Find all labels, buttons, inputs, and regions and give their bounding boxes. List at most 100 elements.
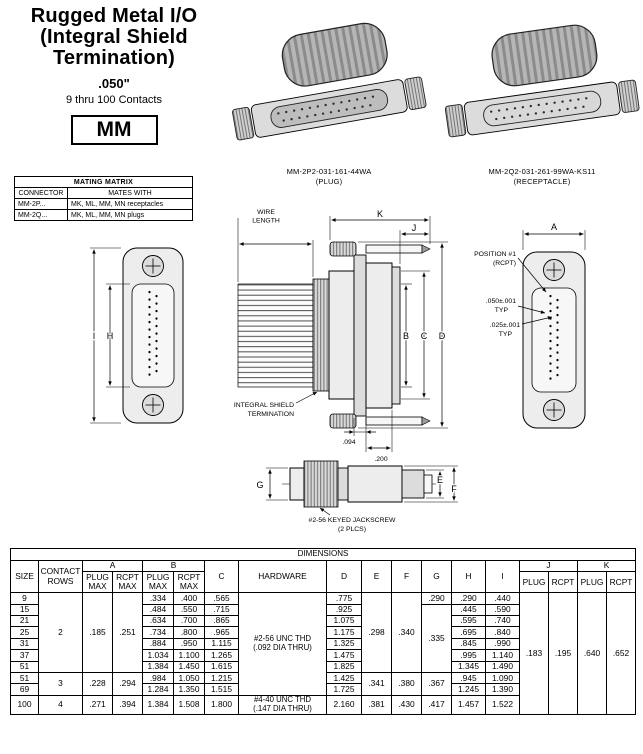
dim-label-d: D bbox=[439, 331, 446, 341]
connector-cell: MM-2P... bbox=[14, 198, 68, 210]
table-row: 9 2 .185 .251 .334 .400 .565 #2-56 UNC T… bbox=[10, 592, 636, 716]
receptacle-contacts-row2 bbox=[495, 104, 592, 121]
size-cell: 69 bbox=[10, 683, 39, 696]
dim-label-f: F bbox=[451, 484, 457, 494]
subheader-plug-max: PLUG MAX bbox=[82, 571, 113, 594]
contact-pitch: .050" bbox=[98, 76, 130, 91]
dim-label-c: C bbox=[421, 331, 428, 341]
plug-contacts-row2 bbox=[282, 102, 379, 122]
col-header-i: I bbox=[485, 559, 520, 594]
contact-rows-cell: 4 bbox=[38, 694, 83, 716]
dim-value-cell: .634 bbox=[142, 614, 174, 628]
mounting-flange bbox=[353, 254, 367, 417]
dim-label-e: E bbox=[437, 475, 443, 485]
dim-value-cell: .775 bbox=[326, 592, 362, 605]
plug-photo bbox=[232, 22, 427, 141]
table-title: DIMENSIONS bbox=[10, 548, 636, 561]
dim-value-cell: 1.034 bbox=[142, 649, 174, 662]
dim-value-cell: .294 bbox=[112, 672, 143, 696]
contact-rows-cell: 2 bbox=[38, 592, 83, 674]
receptacle-jackscrew-left bbox=[444, 104, 467, 138]
dim-label-094: .094 bbox=[342, 439, 355, 446]
title-block: Rugged Metal I/O (Integral Shield Termin… bbox=[2, 6, 226, 145]
dim-value-cell: 1.100 bbox=[173, 649, 205, 662]
col-header-b: B bbox=[142, 559, 205, 573]
dim-value-cell: .400 bbox=[173, 592, 205, 605]
plug-type-label: (PLUG) bbox=[315, 176, 343, 186]
wire-bundle bbox=[237, 283, 314, 388]
receptacle-body bbox=[444, 79, 640, 138]
col-header-h: H bbox=[451, 559, 486, 594]
hardware-cell: #4-40 UNC THD (.147 DIA THRU) bbox=[238, 694, 327, 716]
dim-value-cell: .840 bbox=[485, 626, 520, 639]
size-cell: 15 bbox=[10, 603, 39, 617]
dim-value-cell: 1.515 bbox=[204, 683, 239, 696]
plug-figure: MM-2P2-031-161-44WA (PLUG) bbox=[230, 14, 428, 186]
dim-value-cell: 1.615 bbox=[204, 660, 239, 674]
dim-value-cell: .195 bbox=[548, 592, 578, 716]
col-header-a: A bbox=[82, 559, 143, 573]
dim-value-cell: .925 bbox=[326, 603, 362, 617]
dim-value-cell: .595 bbox=[451, 614, 486, 628]
subheader-rcpt-max: RCPT MAX bbox=[173, 571, 205, 594]
col-header-hardware: HARDWARE bbox=[238, 559, 327, 594]
dim-value-cell: .417 bbox=[421, 694, 452, 716]
dimensions-table: DIMENSIONS SIZE CONTACT ROWS A B C HARDW… bbox=[10, 548, 636, 716]
dim-value-cell: 1.140 bbox=[485, 649, 520, 662]
dim-value-cell: 1.508 bbox=[173, 694, 205, 716]
pitch-050-typ-label: TYP bbox=[495, 307, 509, 314]
plug-jackscrew-right bbox=[404, 76, 427, 110]
jackscrew-knob-top-icon bbox=[329, 241, 357, 257]
dim-value-cell: .381 bbox=[361, 694, 392, 716]
dim-value-cell: .484 bbox=[142, 603, 174, 617]
bottom-view: G E F #2-56 KEYED JACKSCREW (2 PLCS) bbox=[256, 460, 459, 533]
col-header-j: J bbox=[519, 559, 578, 573]
wire-length-label-1: WIRE bbox=[257, 209, 275, 216]
dim-value-cell: .335 bbox=[421, 603, 452, 674]
plug-contacts-row1 bbox=[277, 94, 381, 115]
dim-value-cell: .984 bbox=[142, 671, 174, 685]
table-row: 69 1.284 1.350 1.515 1.725 1.245 1.390 bbox=[10, 683, 636, 696]
dim-value-cell: .394 bbox=[112, 694, 143, 716]
col-header-d: D bbox=[326, 559, 362, 594]
page-title-line2: (Integral Shield bbox=[40, 26, 188, 48]
col-header-connector: CONNECTOR bbox=[14, 187, 68, 199]
position-1-label: POSITION #1 bbox=[474, 251, 516, 258]
dim-value-cell: .715 bbox=[204, 603, 239, 617]
col-header-e: E bbox=[361, 559, 392, 594]
col-header-k: K bbox=[577, 559, 636, 573]
dim-value-cell: 1.075 bbox=[326, 614, 362, 628]
table-row: 31 .884 .950 1.115 1.325 .845 .990 bbox=[10, 637, 636, 651]
table-row: 100 4 .271 .394 1.384 1.508 1.800 #4-40 … bbox=[10, 694, 636, 716]
wire-length-label-2: LENGTH bbox=[252, 218, 280, 225]
hardware-cell: #2-56 UNC THD (.092 DIA THRU) bbox=[238, 592, 327, 696]
position-1-sublabel: (RCPT) bbox=[493, 260, 516, 267]
dim-value-cell: 1.425 bbox=[326, 671, 362, 685]
dim-value-cell: .290 bbox=[421, 592, 452, 605]
series-code-badge: MM bbox=[70, 115, 158, 145]
connector-cell: MM-2Q... bbox=[14, 209, 68, 221]
size-cell: 51 bbox=[10, 660, 39, 674]
contact-rows-cell: 3 bbox=[38, 672, 83, 696]
dim-value-cell: 1.245 bbox=[451, 683, 486, 696]
receptacle-type-label: (RECEPTACLE) bbox=[513, 176, 571, 186]
dim-value-cell: .945 bbox=[451, 671, 486, 685]
pitch-050-label: .050±.001 bbox=[486, 298, 516, 305]
shield-termination-band bbox=[312, 278, 330, 392]
size-cell: 9 bbox=[10, 592, 39, 605]
dim-value-cell: .445 bbox=[451, 603, 486, 617]
side-view: WIRE LENGTH K J B C D .094 bbox=[234, 208, 448, 463]
dim-value-cell: .440 bbox=[485, 592, 520, 605]
pitch-025-label: .025±.001 bbox=[490, 322, 520, 329]
receptacle-contacts-row1 bbox=[489, 96, 595, 113]
dim-value-cell: .290 bbox=[451, 592, 486, 605]
dim-value-cell: 1.725 bbox=[326, 683, 362, 696]
size-cell: 31 bbox=[10, 637, 39, 651]
dim-value-cell: .740 bbox=[485, 614, 520, 628]
dim-value-cell: .734 bbox=[142, 626, 174, 639]
dim-value-cell: .334 bbox=[142, 592, 174, 605]
receptacle-part-number: MM-2Q2-031-261-99WA-KS11 bbox=[488, 167, 596, 176]
dim-value-cell: .640 bbox=[577, 592, 607, 716]
dim-value-cell: .695 bbox=[451, 626, 486, 639]
